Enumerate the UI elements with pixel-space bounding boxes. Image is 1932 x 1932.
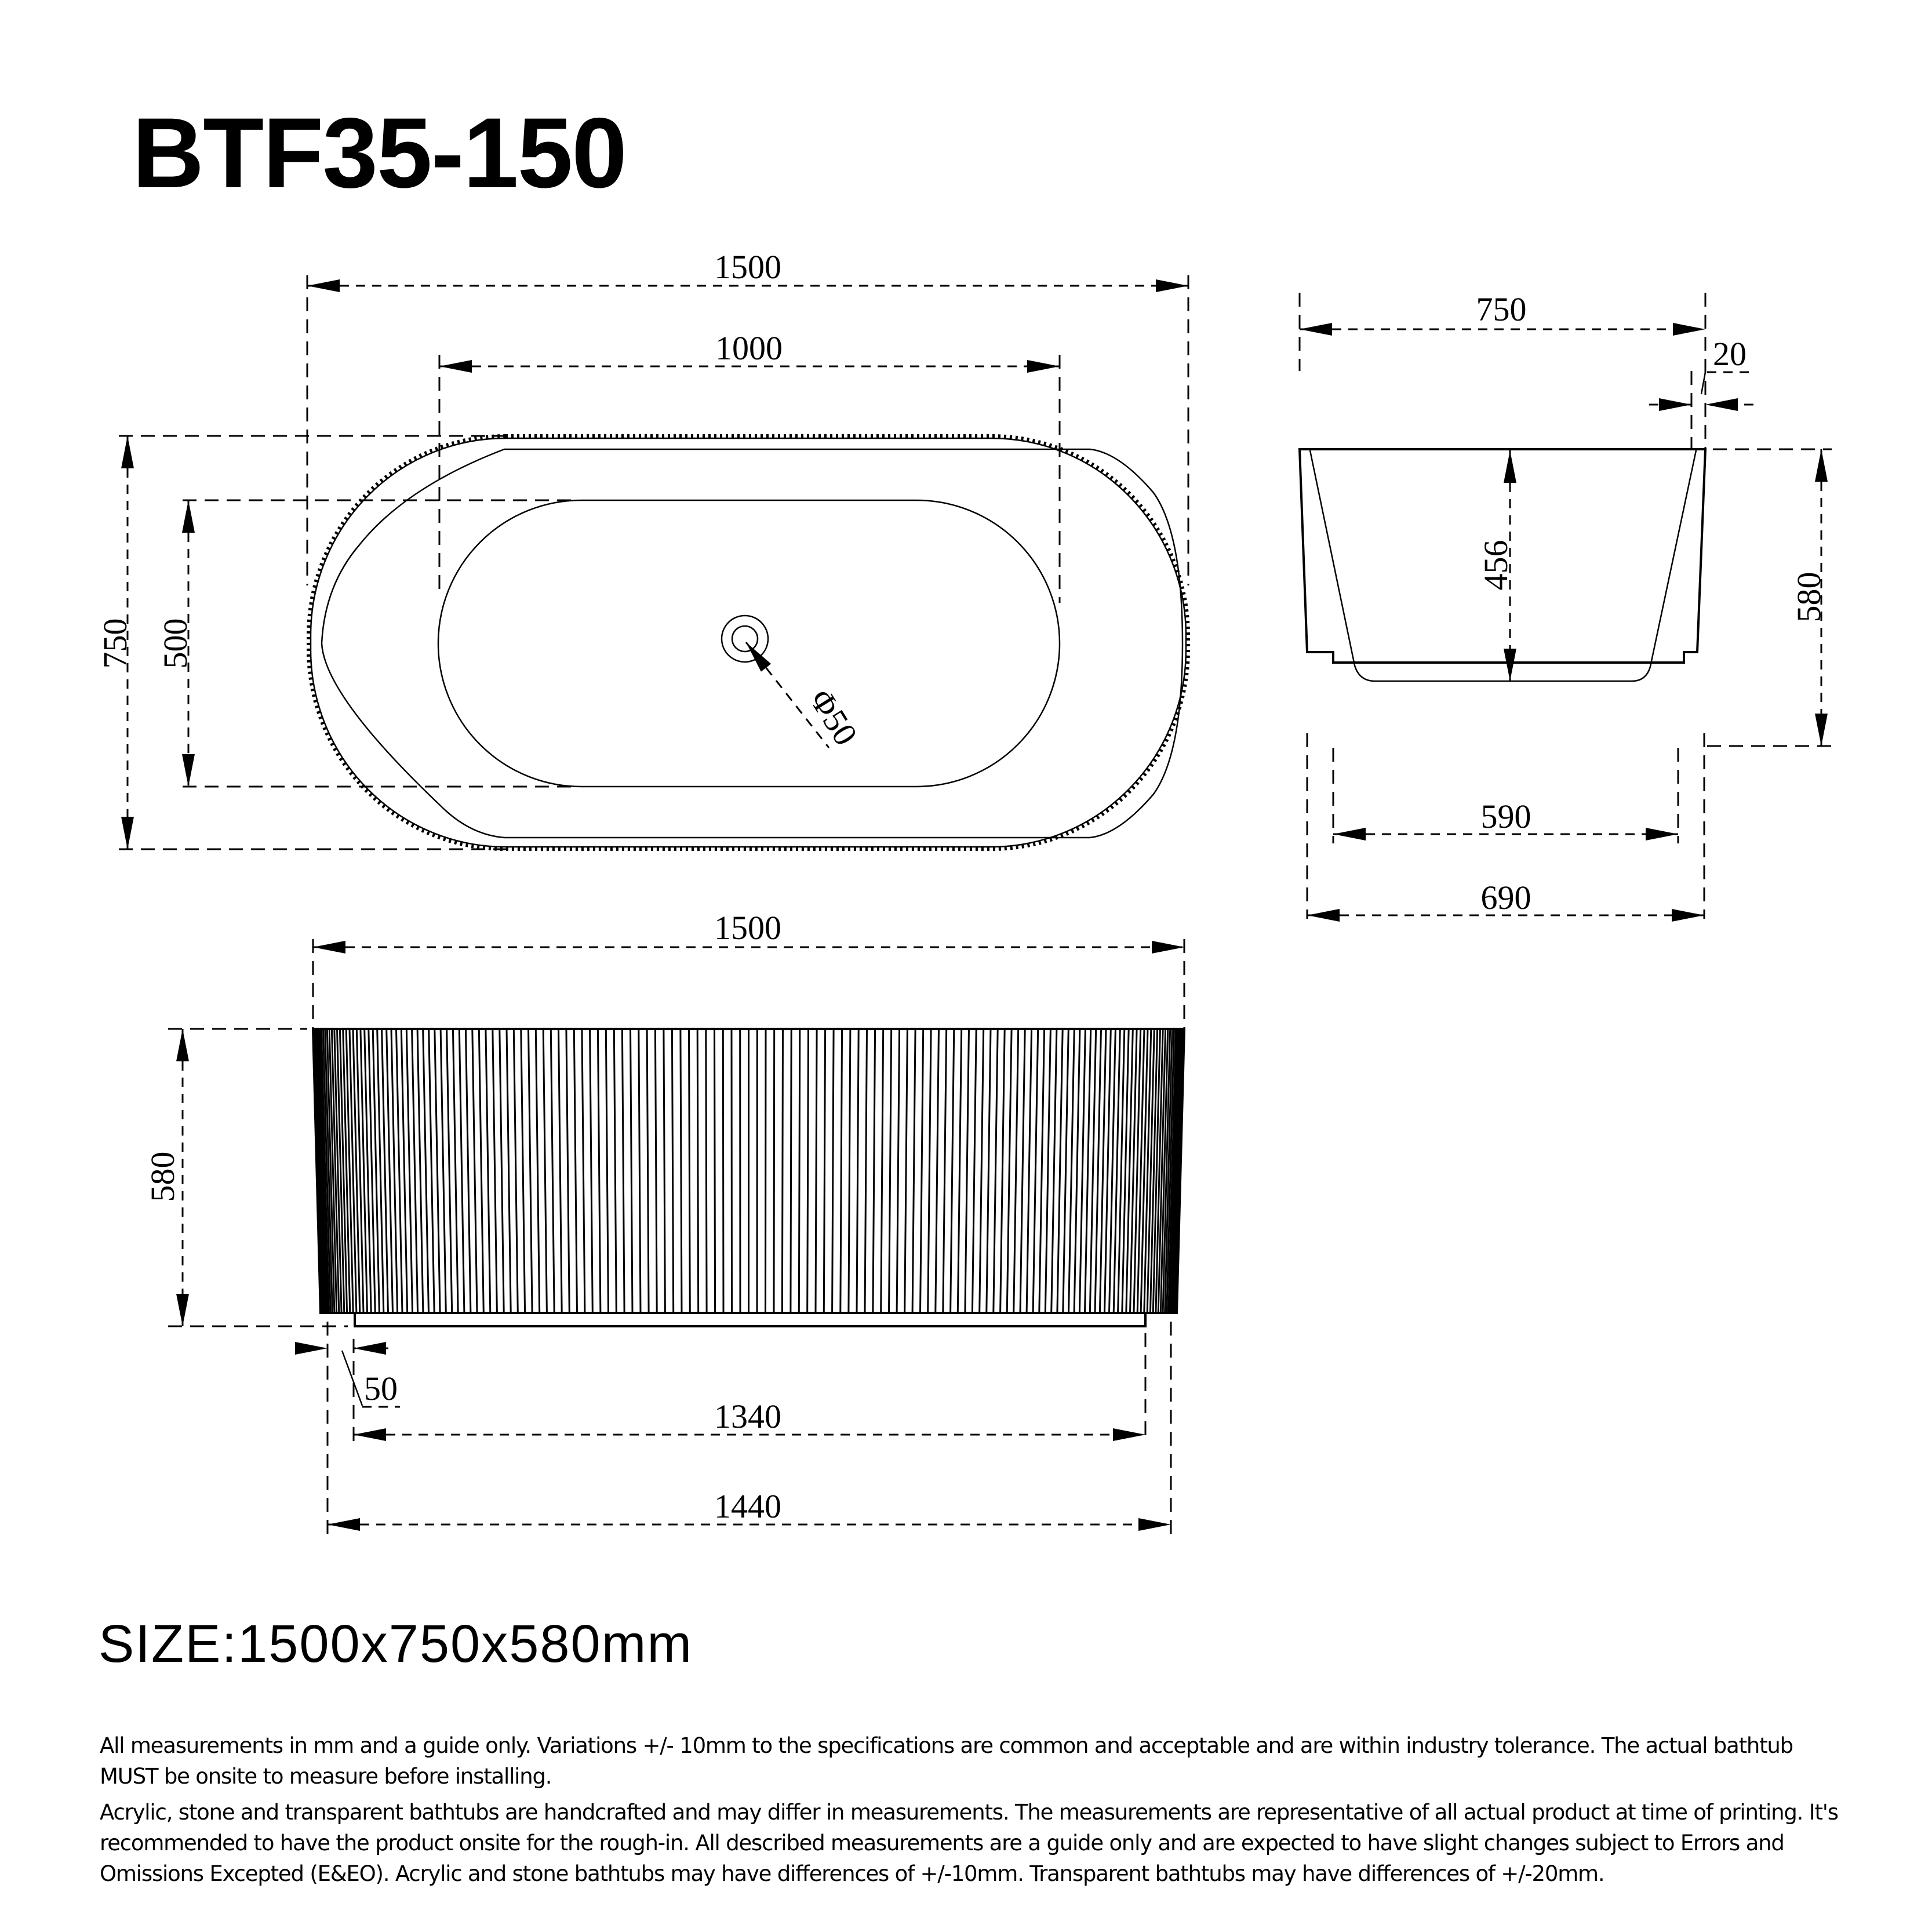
top-length-dim: 1500 [714, 248, 781, 286]
base-length-dim: 1440 [714, 1487, 781, 1525]
drain-outer [721, 614, 769, 663]
top-inner-length-dim: 1000 [715, 329, 783, 367]
side-length-dim: 1500 [714, 909, 781, 947]
end-height-dim: 580 [1790, 572, 1828, 623]
end-body-outline [1298, 448, 1707, 664]
end-view: 750 20 456 580 590 690 [1298, 290, 1832, 922]
basin-outline [437, 499, 1061, 788]
base-outer-width-dim: 690 [1481, 879, 1531, 916]
top-view: 1500 1000 750 500 Φ50 [96, 248, 1190, 851]
base-inner-width-dim: 590 [1481, 798, 1531, 835]
top-inner-width-dim: 500 [157, 618, 194, 669]
plinth-outline [354, 1313, 1147, 1327]
end-width-dim: 750 [1476, 290, 1527, 328]
drain-diameter-dim: Φ50 [802, 682, 865, 752]
side-view: 1500 580 50 1340 1440 [144, 909, 1186, 1536]
side-height-dim: 580 [144, 1152, 181, 1202]
model-title: BTF35-150 [132, 97, 627, 209]
size-label: SIZE:1500x750x580mm [99, 1614, 693, 1673]
disclaimer-measurements: All measurements in mm and a guide only.… [100, 1733, 1793, 1789]
rim-thickness-dim: 20 [1713, 335, 1747, 373]
fluted-outer-rim [307, 434, 1190, 851]
inner-depth-dim: 456 [1477, 540, 1515, 591]
drain-inner [731, 625, 759, 653]
disclaimer-handcrafted: Acrylic, stone and transparent bathtubs … [100, 1800, 1839, 1886]
fluted-panel [312, 1028, 1185, 1314]
plinth-length-dim: 1340 [714, 1398, 781, 1435]
base-offset-dim: 50 [364, 1370, 398, 1407]
top-width-dim: 750 [96, 618, 134, 669]
